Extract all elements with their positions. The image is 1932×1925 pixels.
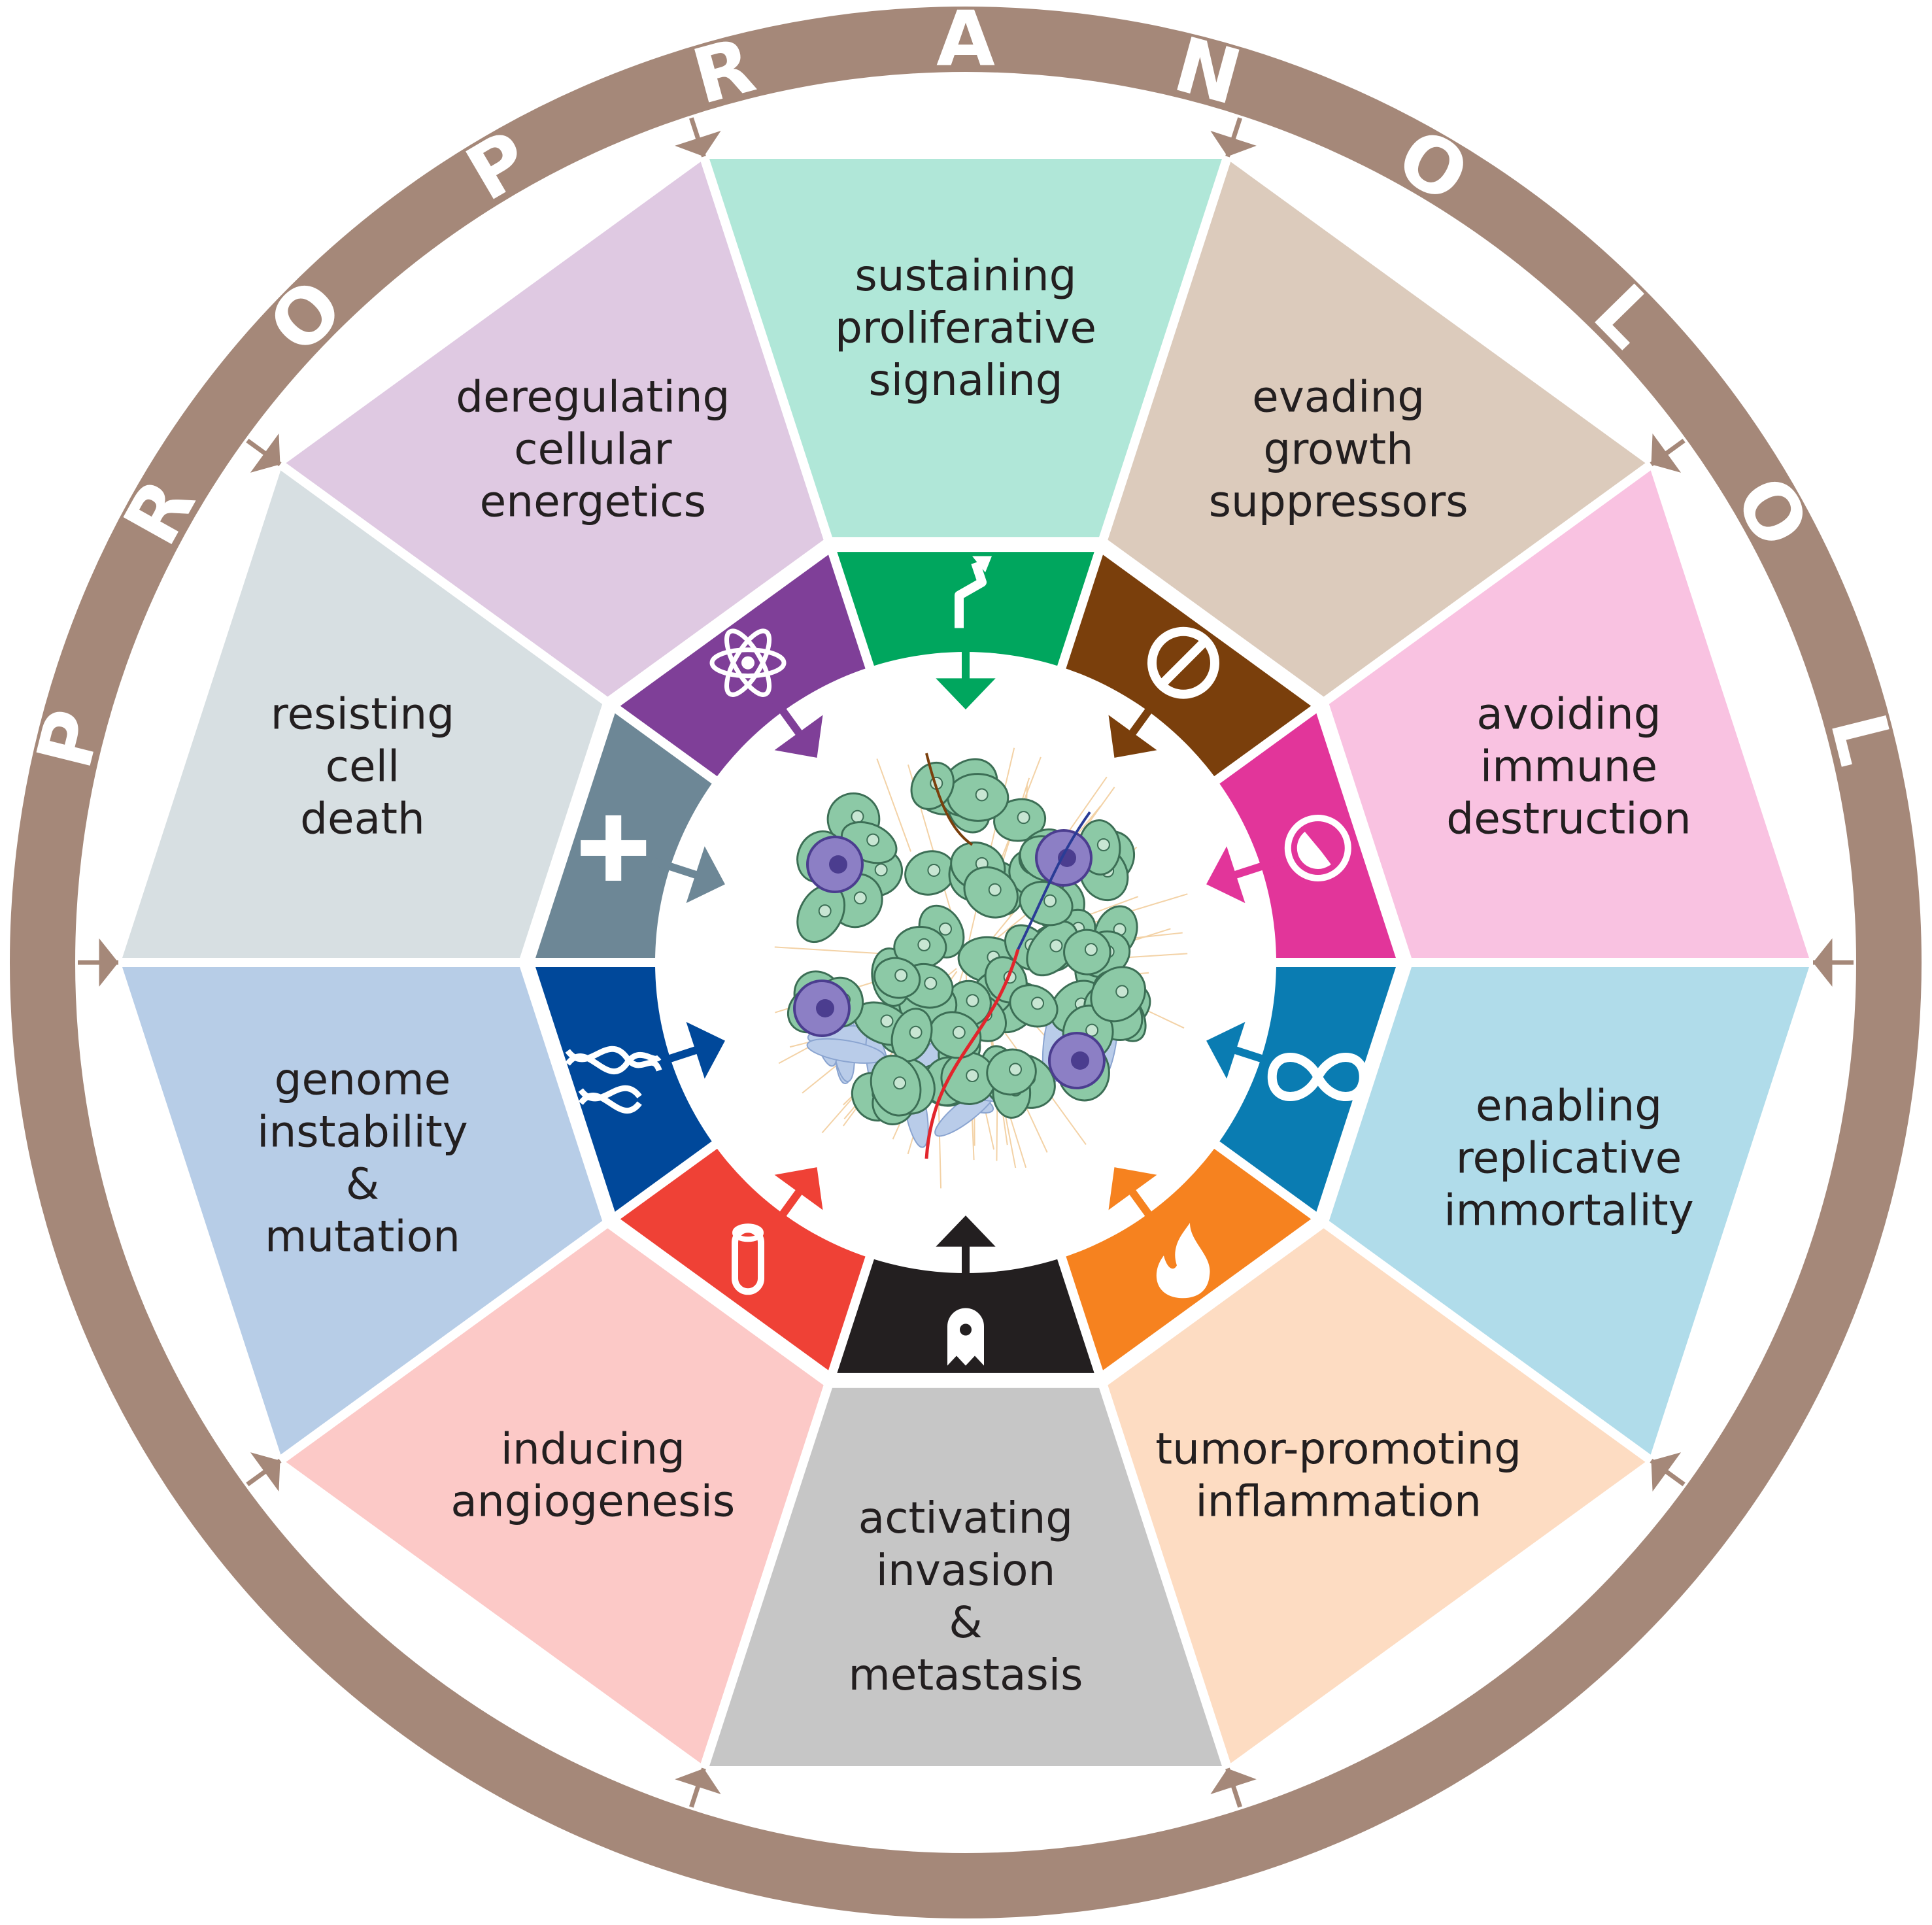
ghost-cell-icon — [947, 1308, 984, 1366]
ring-arrows — [78, 117, 1854, 1808]
arrow-avoiding — [1206, 846, 1281, 904]
vessel-tube-icon — [732, 1223, 765, 1295]
immune-cell — [1048, 1032, 1106, 1089]
label-line: avoiding — [1476, 689, 1661, 739]
arrow-invasion — [936, 1216, 996, 1293]
label-line: inflammation — [1195, 1476, 1482, 1527]
infinity-icon — [1267, 1053, 1368, 1102]
label-line: immune — [1480, 741, 1657, 791]
arrow-evading — [1108, 692, 1163, 758]
band-angiogenesis — [620, 1148, 866, 1371]
label-line: genome — [275, 1055, 451, 1105]
flame-icon — [1156, 1223, 1210, 1299]
ring-arrow — [675, 117, 721, 158]
prohibition-sign-icon — [1147, 626, 1219, 699]
segment-invasion — [709, 1388, 1222, 1767]
label-line: cellular — [514, 424, 672, 474]
tumor-center — [655, 652, 1276, 1273]
immune-cell-icon — [1284, 814, 1351, 881]
label-line: invasion — [876, 1545, 1056, 1595]
segment-evading — [1108, 162, 1646, 697]
ring-letter: A — [936, 0, 995, 84]
segment-enabling — [1329, 966, 1809, 1455]
ring-arrow — [1813, 938, 1854, 987]
ring-arrow — [1650, 1452, 1686, 1492]
immune-cell — [793, 980, 851, 1037]
label-line: enabling — [1476, 1081, 1662, 1131]
band-sustaining — [837, 552, 1094, 666]
label-line: tumor-promoting — [1155, 1424, 1521, 1474]
ring-arrow — [1210, 1767, 1257, 1808]
label-line: evading — [1252, 371, 1425, 422]
label-line: replicative — [1456, 1133, 1682, 1184]
label-line: signaling — [868, 355, 1062, 405]
arrow-genome — [650, 1021, 725, 1079]
label-line: metastasis — [848, 1650, 1083, 1700]
immune-cell — [806, 836, 864, 893]
arrow-angiogenesis — [768, 1167, 823, 1233]
label-line: cell — [326, 741, 400, 791]
ring-arrow — [675, 1767, 721, 1808]
outer-segments — [122, 158, 1809, 1767]
label-line: mutation — [265, 1212, 460, 1262]
label-line: suppressors — [1209, 476, 1468, 526]
arrow-resisting — [650, 846, 725, 904]
arrow-energetics — [768, 692, 823, 758]
ring-arrow — [1210, 117, 1257, 158]
ring-arrow — [246, 1452, 282, 1492]
label-line: angiogenesis — [450, 1476, 735, 1527]
label-line: resisting — [271, 689, 454, 739]
ring-arrow — [246, 433, 282, 473]
label-line: activating — [858, 1493, 1073, 1543]
outer-ring — [10, 7, 1922, 1918]
tumor-cluster — [774, 747, 1188, 1189]
band-evading — [1066, 554, 1312, 777]
segment-angiogenesis — [286, 1228, 824, 1763]
segment-energetics — [286, 162, 824, 697]
inner-arrows — [650, 632, 1281, 1293]
plus-cross-icon — [581, 815, 647, 881]
label-line: destruction — [1446, 793, 1691, 843]
arrow-inflammation — [1108, 1167, 1163, 1233]
label-line: immortality — [1444, 1185, 1693, 1236]
label-line: growth — [1263, 424, 1414, 474]
propranolol-ring — [10, 7, 1922, 1918]
segment-avoiding — [1329, 470, 1809, 959]
ring-arrow — [78, 938, 118, 987]
dna-icon — [565, 1046, 662, 1114]
label-line: energetics — [480, 476, 706, 526]
label-line: deregulating — [456, 371, 730, 422]
segment-resisting — [122, 470, 603, 959]
immune-cell — [1035, 829, 1093, 887]
label-line: instability — [257, 1107, 468, 1157]
arrow-sustaining — [936, 632, 996, 709]
label-line: inducing — [501, 1424, 685, 1474]
segment-inflammation — [1108, 1228, 1646, 1763]
arrow-enabling — [1206, 1021, 1281, 1079]
label-line: proliferative — [835, 303, 1096, 353]
hallmark-icons — [565, 556, 1368, 1366]
ring-arrow — [1650, 433, 1686, 473]
atom-icon — [709, 628, 787, 697]
segment-genome — [122, 966, 603, 1455]
label-line: death — [300, 793, 425, 843]
branching-arrow-icon — [955, 556, 992, 628]
label-line: & — [346, 1159, 379, 1210]
segment-sustaining — [709, 158, 1222, 537]
label-line: & — [949, 1597, 982, 1648]
label-line: sustaining — [855, 250, 1076, 301]
